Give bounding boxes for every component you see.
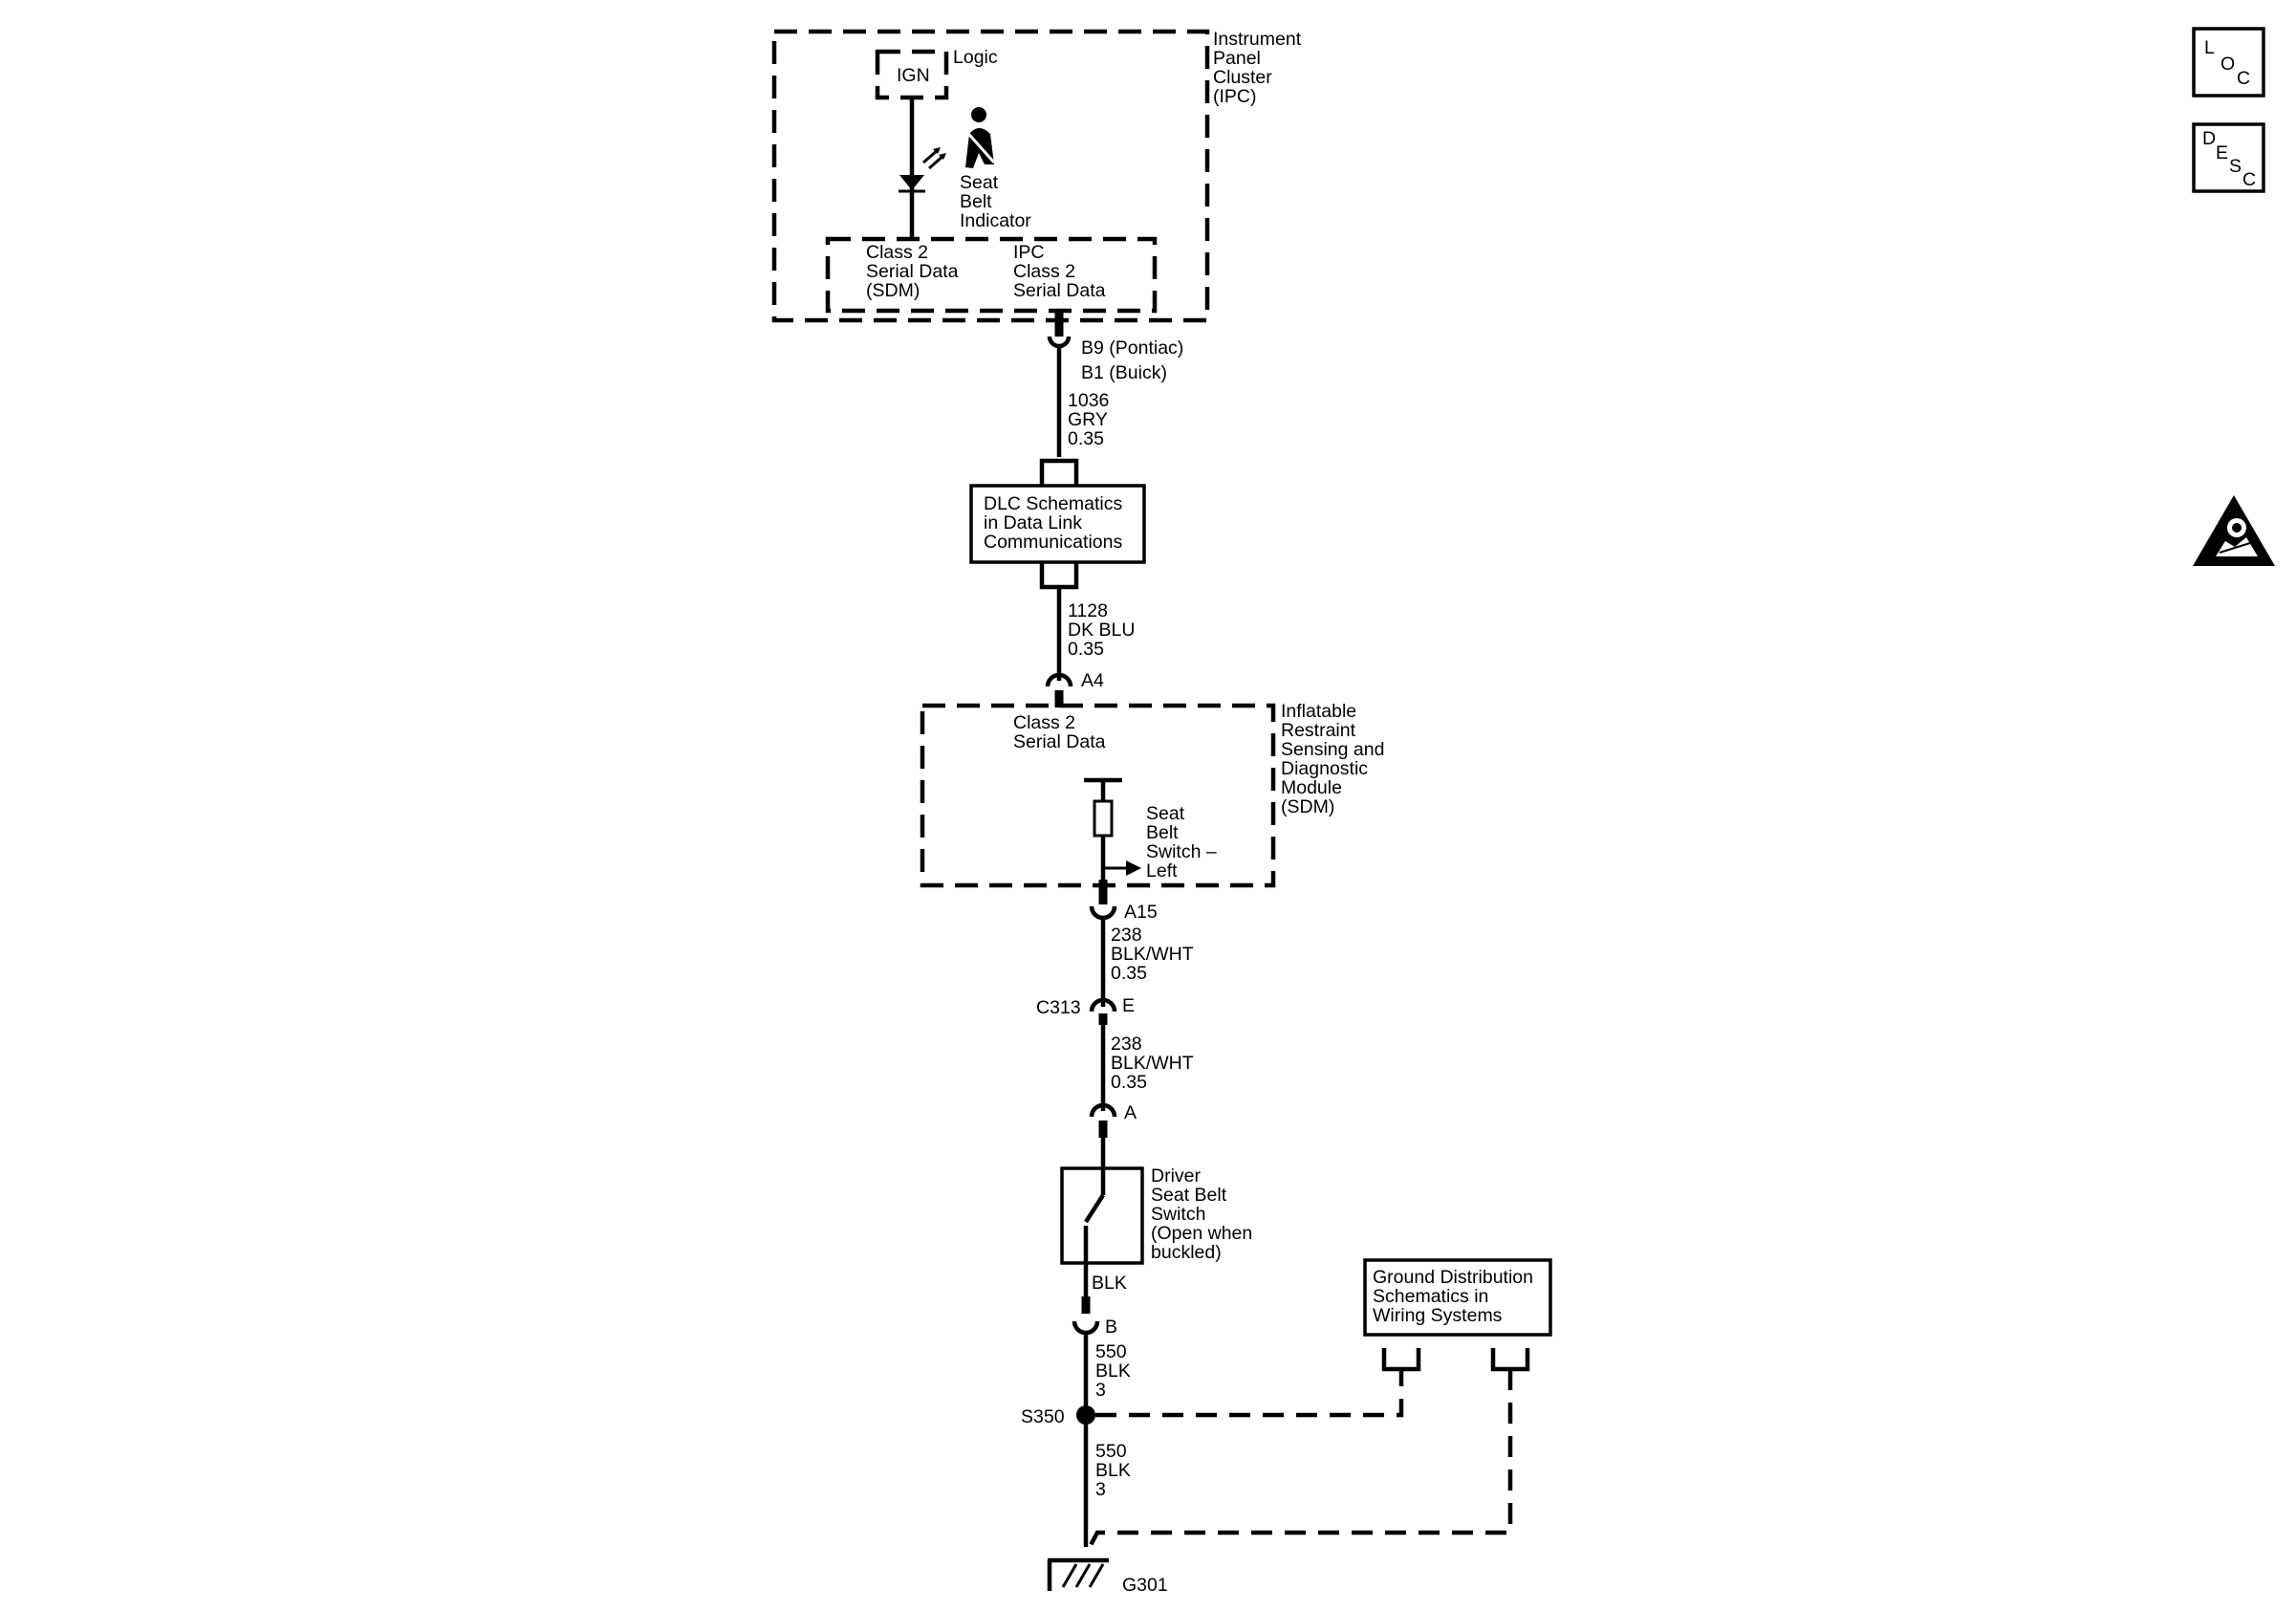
class2-sdm-label: Class 2 Serial Data (SDM) [866, 242, 964, 301]
loc-letter-c: C [2237, 68, 2250, 89]
ground-dash-g301 [1088, 1369, 1513, 1549]
wire-550-upper-label: 550 BLK 3 [1095, 1341, 1136, 1401]
desc-letter-s: S [2229, 156, 2242, 177]
ign-label: IGN [897, 65, 930, 86]
connector-a4 [1045, 672, 1073, 687]
ground-g301-label: G301 [1122, 1575, 1168, 1596]
connector-b9-label: B9 (Pontiac) B1 (Buick) [1081, 337, 1189, 383]
ipc-boundary [771, 29, 1210, 323]
desc-button[interactable]: D E S C [2192, 122, 2265, 193]
connector-c313 [1089, 997, 1117, 1012]
class2-box [825, 236, 1158, 314]
wire-238-lower-label: 238 BLK/WHT 0.35 [1111, 1034, 1199, 1093]
connector-b-label: B [1105, 1317, 1117, 1338]
desc-letter-c: C [2242, 169, 2256, 190]
sdm-module: Class 2 Serial Data Inflatable Restraint… [920, 701, 1390, 904]
splice-s350 [1076, 1405, 1095, 1425]
ground-distribution-link[interactable] [1363, 1258, 1552, 1337]
wire-550-lower-label: 550 BLK 3 [1095, 1441, 1136, 1500]
dlc-schematics-link[interactable] [969, 484, 1146, 564]
connector-a-label: A [1124, 1102, 1137, 1123]
switch-arrow-icon [1126, 860, 1141, 876]
ground-g301-icon [1047, 1557, 1109, 1591]
dlc-schematics-label[interactable]: DLC Schematics in Data Link Communicatio… [984, 493, 1128, 553]
desc-letter-e: E [2216, 142, 2228, 163]
sdm-boundary [920, 703, 1276, 888]
connector-b9 [1047, 336, 1072, 349]
sdm-switch-label: Seat Belt Switch – Left [1146, 803, 1222, 882]
resistor-icon [1093, 799, 1114, 838]
loc-button[interactable]: L O C [2192, 27, 2265, 98]
connector-c313-pin: E [1122, 995, 1135, 1016]
blk-label: BLK [1092, 1273, 1127, 1294]
class2-ipc-label: IPC Class 2 Serial Data [1013, 242, 1106, 301]
connector-c313-label: C313 [1036, 997, 1081, 1018]
connector-a15 [1089, 905, 1117, 921]
sdm-title: Inflatable Restraint Sensing and Diagnos… [1281, 701, 1390, 817]
ipc-title: Instrument Panel Cluster (IPC) [1213, 29, 1307, 107]
ipc-module: IGN Logic Instrument Panel Cluster (IPC)… [771, 29, 1307, 323]
airbag-warning-icon[interactable] [2193, 495, 2275, 566]
desc-letter-d: D [2202, 128, 2216, 149]
wire-1036-label: 1036 GRY 0.35 [1068, 390, 1115, 449]
connector-a4-label: A4 [1081, 670, 1104, 691]
ground-dash-s350 [1095, 1369, 1404, 1418]
logic-label: Logic [953, 47, 998, 68]
ground-distribution-label[interactable]: Ground Distribution Schematics in Wiring… [1373, 1267, 1538, 1326]
connector-a15-label: A15 [1124, 902, 1158, 923]
connector-b [1072, 1320, 1100, 1336]
loc-letter-o: O [2220, 54, 2235, 75]
wire-238-upper-label: 238 BLK/WHT 0.35 [1111, 925, 1199, 984]
wire-1128-label: 1128 DK BLU 0.35 [1068, 600, 1140, 660]
driver-switch-label: Driver Seat Belt Switch (Open when buckl… [1151, 1165, 1258, 1263]
seat-belt-icon [962, 107, 996, 168]
led-icon [899, 147, 946, 193]
connector-a [1089, 1102, 1117, 1118]
sdm-class2-label: Class 2 Serial Data [1013, 712, 1106, 752]
loc-letter-l: L [2204, 37, 2215, 58]
splice-s350-label: S350 [1021, 1406, 1065, 1427]
seat-belt-indicator-label: Seat Belt Indicator [960, 172, 1031, 231]
switch-contact-icon [1084, 1193, 1105, 1224]
